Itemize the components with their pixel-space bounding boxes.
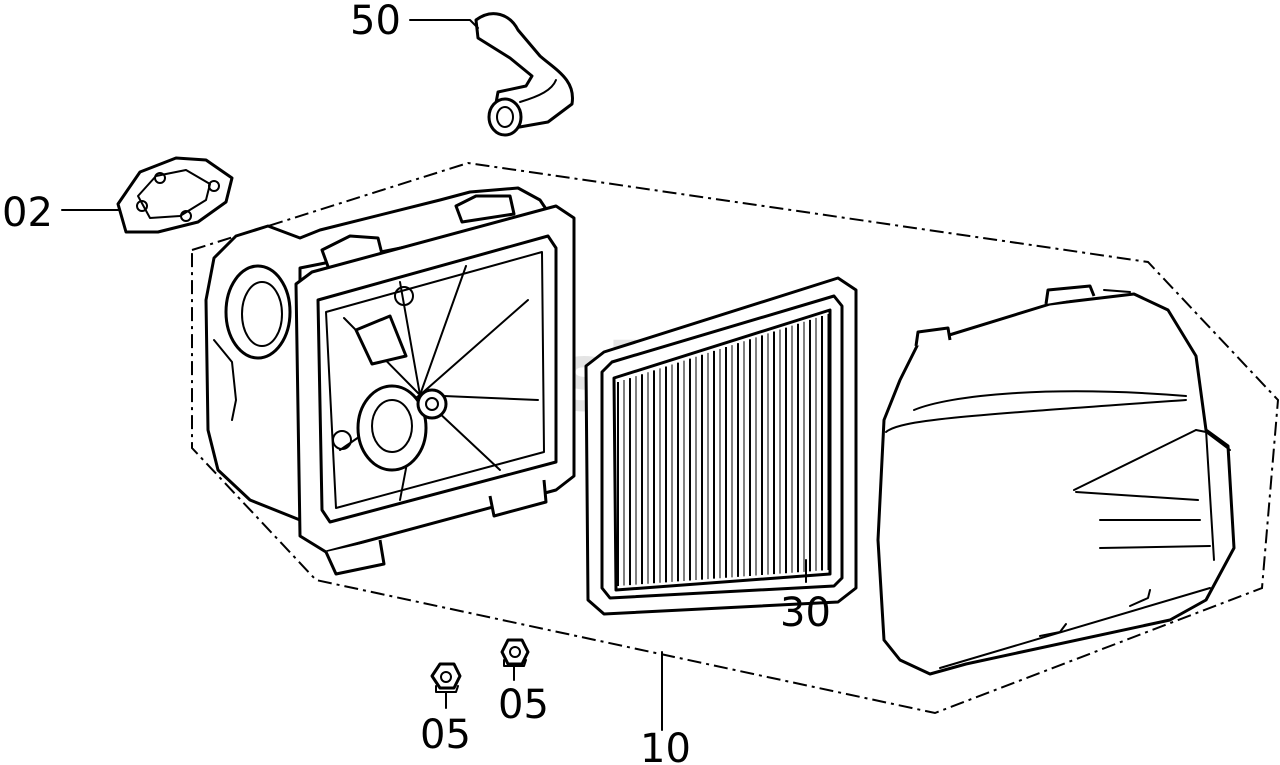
callout-50: 50 xyxy=(350,0,401,44)
air-cleaner-base xyxy=(204,186,576,576)
callout-02: 02 xyxy=(2,190,53,236)
leader-50 xyxy=(409,19,479,29)
callout-05-right: 05 xyxy=(498,682,549,728)
callout-30: 30 xyxy=(780,590,831,636)
flange-nut-right xyxy=(500,638,530,667)
air-cleaner-cover xyxy=(876,284,1236,676)
callout-05-left: 05 xyxy=(420,712,471,758)
filter-element xyxy=(584,276,858,616)
breather-hose xyxy=(474,12,574,137)
gasket xyxy=(116,156,234,234)
assembly-boundary xyxy=(191,161,1280,715)
flange-nut-left xyxy=(430,662,462,693)
callout-10: 10 xyxy=(640,726,691,765)
filter-pleats xyxy=(617,314,829,586)
